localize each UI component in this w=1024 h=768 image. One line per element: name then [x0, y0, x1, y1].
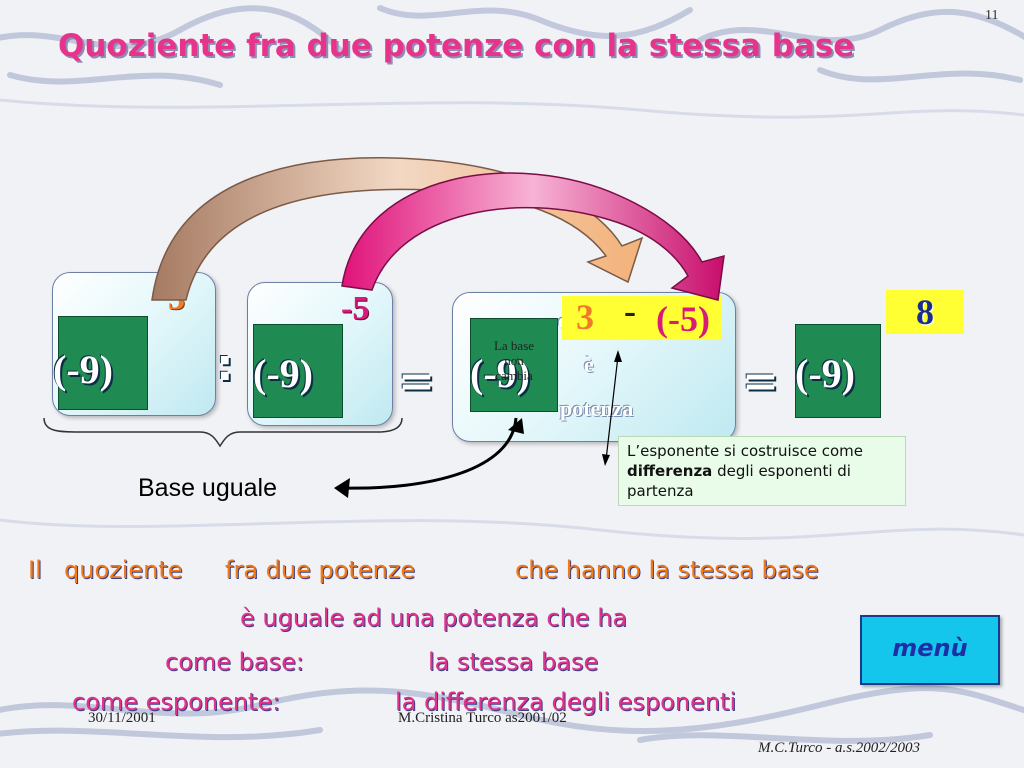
menu-button[interactable]: menù — [860, 615, 1000, 685]
middle-base: (-9) — [470, 351, 530, 396]
rule-word-stessa-base: che hanno la stessa base — [515, 556, 819, 584]
exponent-expression-box — [562, 296, 722, 340]
callout-text-post: degli esponenti di partenza — [627, 462, 851, 500]
term1-base-box — [58, 316, 148, 410]
base-note-line-1: La base — [493, 338, 535, 353]
base-note-line-2: non — [504, 353, 524, 368]
base-uguale-label: Base uguale — [138, 474, 278, 502]
rule-word-fra-due-potenze: fra due potenze — [225, 556, 416, 584]
slide-title: Quoziente fra due potenze con la stessa … — [58, 28, 855, 64]
base-note: La base non cambia — [474, 338, 554, 383]
exponent-minus: - — [624, 291, 636, 331]
base-note-line-3: cambia — [495, 368, 533, 383]
callout-text-pre: L’esponente si costruisce come — [627, 442, 864, 460]
base-brace — [43, 417, 403, 448]
exponent-b: (-5) — [656, 299, 710, 339]
rule-line-3-value: la stessa base — [428, 648, 599, 676]
footer-center: M.Cristina Turco as2001/02 — [398, 710, 567, 726]
base-arrow — [341, 417, 518, 490]
result-base-box — [795, 324, 881, 418]
exponent-double-arrow — [605, 355, 619, 461]
pink-arc-arrow — [341, 172, 725, 301]
middle-base-box — [470, 318, 558, 412]
term2-base-box — [253, 324, 343, 418]
ghost-potenza-word: potenza — [560, 396, 634, 421]
slide-number: 11 — [985, 8, 999, 23]
exponent-callout: L’esponente si costruisce come differenz… — [618, 436, 906, 506]
equals-sign-1: = — [398, 356, 435, 407]
ghost-e-word: è — [584, 352, 594, 377]
footer-date: 30/11/2001 — [88, 710, 156, 726]
equals-sign-2: = — [742, 356, 779, 407]
result-exponent: 8 — [886, 290, 964, 334]
callout-text-bold: differenza — [627, 462, 713, 480]
result-base: (-9) — [795, 351, 855, 396]
rule-line-4-value: la differenza degli esponenti — [395, 688, 737, 716]
rule-line-3-label: come base: — [165, 648, 304, 676]
rule-line-4-label: come esponente: — [72, 688, 281, 716]
term1-base: (-9) — [53, 347, 113, 392]
footer-author: M.C.Turco - a.s.2002/2003 — [758, 740, 920, 756]
term2-exponent: -5 — [341, 290, 370, 327]
rule-word-il: Il — [28, 556, 42, 584]
rule-line-2: è uguale ad una potenza che ha — [240, 604, 628, 632]
term2-base: (-9) — [253, 351, 313, 396]
exponent-a: 3 — [576, 297, 594, 337]
rule-word-quoziente: quoziente — [64, 556, 183, 584]
division-operator: : — [216, 340, 234, 391]
